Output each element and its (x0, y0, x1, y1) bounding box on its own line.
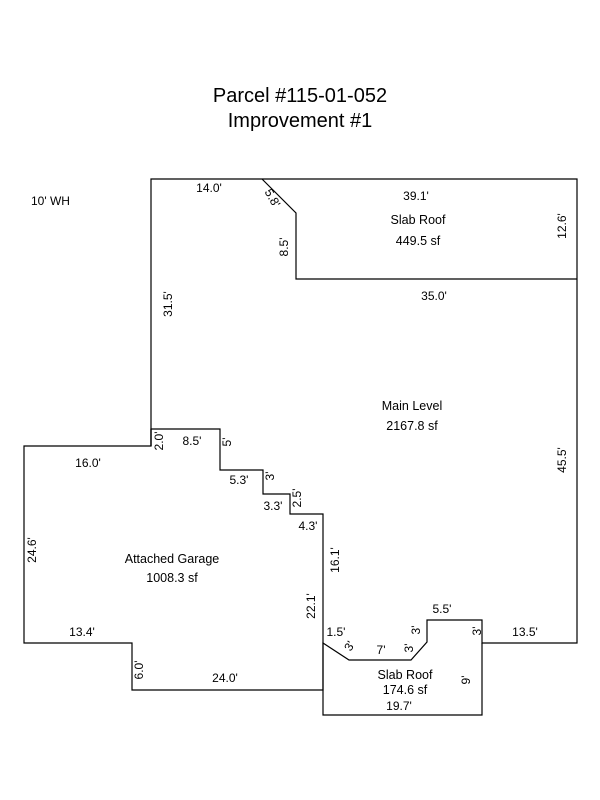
dim-b-3-b: 3' (409, 626, 423, 635)
dim-b-19-7: 19.7' (386, 699, 412, 713)
dim-b-3-a: 3' (402, 644, 416, 653)
dim-garage-right: 22.1' (304, 593, 318, 619)
dim-b-7: 7' (377, 643, 386, 657)
dim-b-diag-3: 3' (341, 639, 358, 654)
dim-top-left-width: 14.0' (196, 181, 222, 195)
dim-slab-left-height: 8.5' (277, 238, 291, 257)
dim-step-8-5: 8.5' (183, 434, 202, 448)
dim-step-3: 3' (263, 472, 277, 481)
dim-left-upper-height: 31.5' (161, 291, 175, 317)
dim-slab-top-width: 39.1' (403, 189, 429, 203)
slab-roof-top-name: Slab Roof (391, 213, 446, 227)
dim-garage-top: 16.0' (75, 456, 101, 470)
dim-step-2: 2.0' (152, 432, 166, 451)
slab-roof-bottom-outline (322, 643, 483, 716)
attached-garage-name: Attached Garage (125, 552, 220, 566)
dim-b-1-5: 1.5' (327, 625, 346, 639)
slab-roof-bottom-area: 174.6 sf (383, 683, 428, 697)
dim-step-5: 5' (220, 438, 234, 447)
dim-step-3-3: 3.3' (264, 499, 283, 513)
dim-right-height: 45.5' (555, 447, 569, 473)
dim-garage-bottom: 24.0' (212, 671, 238, 685)
dim-step-2-5: 2.5' (290, 489, 304, 508)
dim-b-3-c: 3' (470, 627, 484, 636)
slab-roof-bottom-name: Slab Roof (378, 668, 433, 682)
dim-center-16-1: 16.1' (328, 547, 342, 573)
building-outline (23, 178, 578, 691)
parcel-title: Parcel #115-01-052 (212, 85, 388, 107)
dim-garage-notch: 6.0' (132, 661, 146, 680)
wall-height-label: 10' WH (31, 194, 70, 208)
dim-step-5-3: 5.3' (230, 473, 249, 487)
dim-garage-bottom-left: 13.4' (69, 625, 95, 639)
garage-main-divider (150, 428, 324, 643)
dim-b-5-5: 5.5' (433, 602, 452, 616)
dim-b-13-5: 13.5' (512, 625, 538, 639)
dim-b-9: 9' (459, 676, 473, 685)
dim-slab-right-height: 12.6' (555, 213, 569, 239)
dim-garage-left: 24.6' (25, 537, 39, 563)
dim-diagonal-top: 5.8' (262, 186, 284, 209)
dim-step-4-3: 4.3' (299, 519, 318, 533)
slab-roof-top-outline (261, 178, 577, 280)
slab-roof-top-area: 449.5 sf (396, 234, 441, 248)
main-level-area: 2167.8 sf (386, 419, 438, 433)
attached-garage-area: 1008.3 sf (146, 571, 198, 585)
improvement-title: Improvement #1 (227, 110, 373, 132)
main-level-name: Main Level (382, 399, 442, 413)
dim-slab-bottom-width: 35.0' (421, 289, 447, 303)
